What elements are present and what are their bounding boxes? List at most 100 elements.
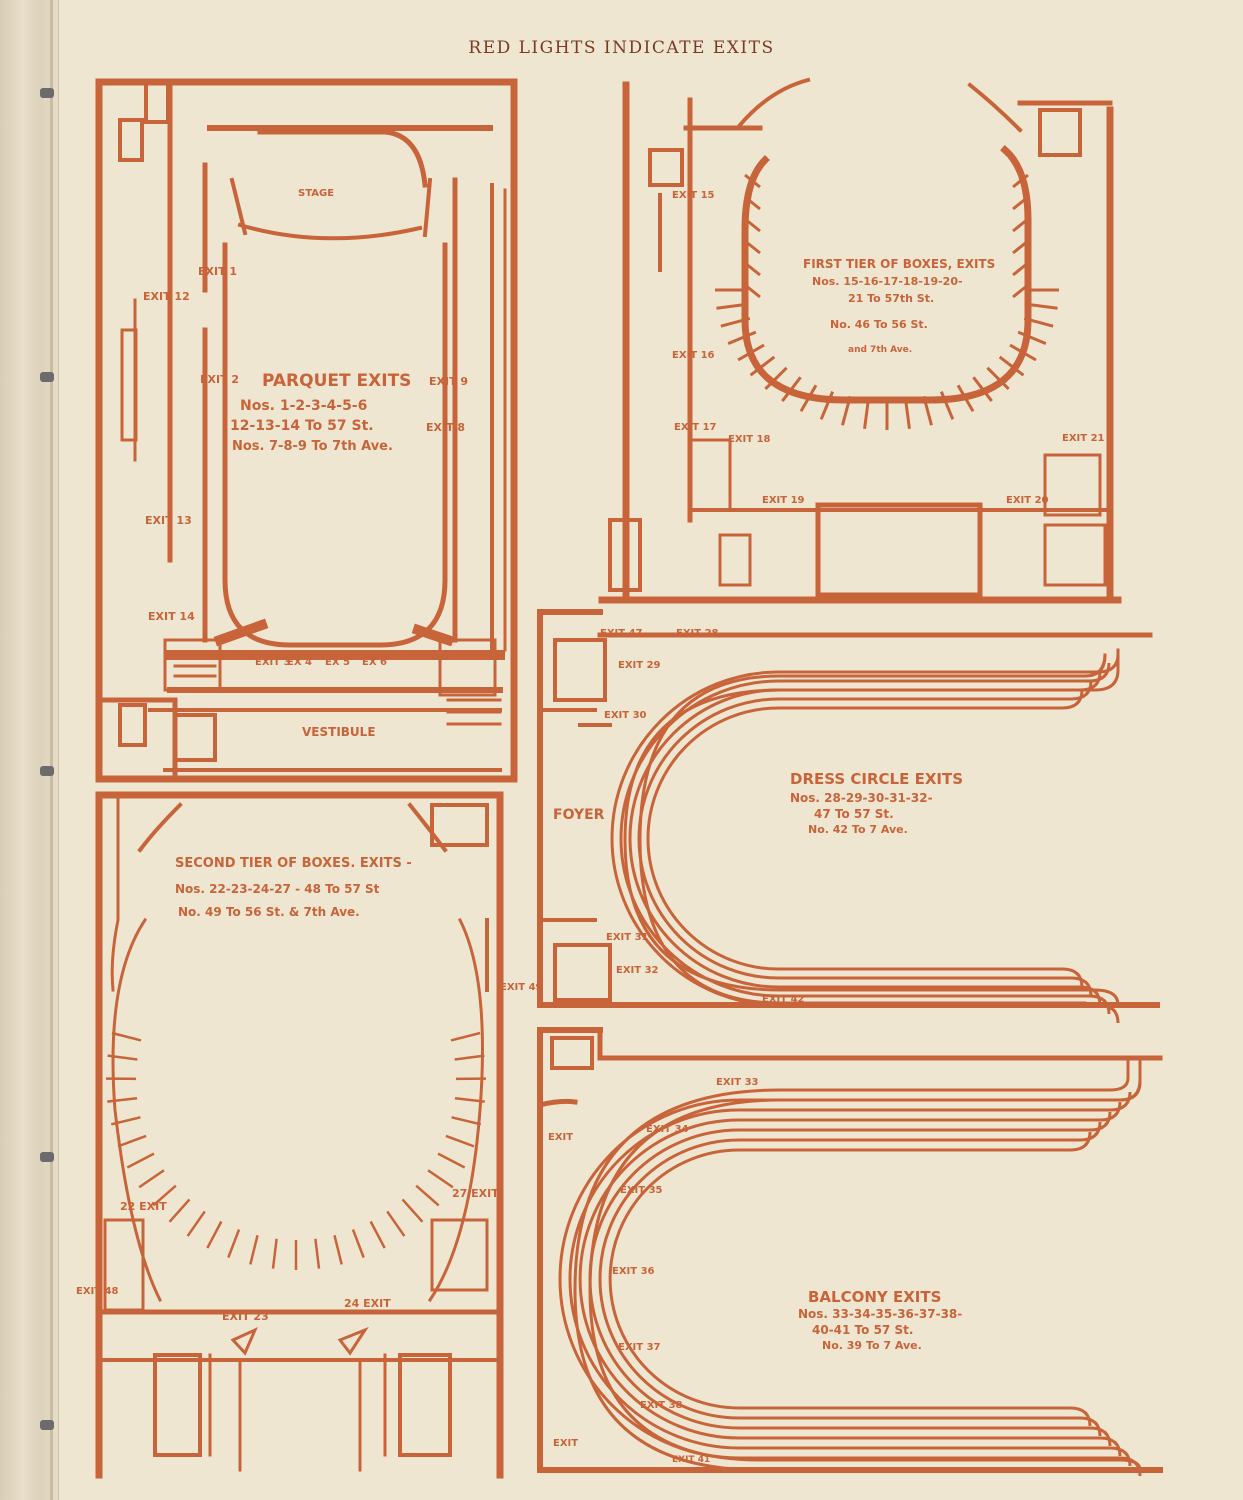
- dress-circle-exit-29: EXIT 29: [618, 660, 661, 671]
- box-partition: [720, 317, 751, 328]
- box-partition: [117, 1134, 147, 1148]
- balcony-exit-37: EXIT 37: [618, 1342, 661, 1353]
- box-partition: [781, 376, 802, 402]
- box-partition: [138, 1169, 165, 1189]
- dress-circle-foyer: FOYER: [553, 807, 605, 823]
- dress-circle-exit-32: EXIT 32: [616, 965, 659, 976]
- first-tier-box-ticks: [715, 173, 1059, 430]
- staple: [40, 1152, 54, 1162]
- seating-row: [598, 1121, 1102, 1437]
- balcony-line-1: Nos. 33-34-35-36-37-38-: [798, 1307, 962, 1321]
- seating-row-curves: [558, 653, 1142, 1477]
- box-partition: [764, 366, 788, 391]
- box-partition: [451, 1116, 482, 1126]
- first-tier-exit-19: EXIT 19: [762, 495, 805, 506]
- box-partition: [956, 384, 975, 412]
- first-tier-heading: FIRST TIER OF BOXES, EXITS: [803, 257, 995, 271]
- first-tier-exit-17: EXIT 17: [674, 422, 717, 433]
- box-partition: [206, 1220, 223, 1249]
- seating-row: [628, 671, 1102, 1006]
- seating-row: [588, 1111, 1112, 1447]
- balcony-exit-40: EXIT: [548, 1132, 573, 1143]
- box-partition: [314, 1238, 321, 1269]
- second-tier-line-2: No. 49 To 56 St. & 7th Ave.: [178, 905, 360, 919]
- first-tier-exit-21: EXIT 21: [1062, 433, 1105, 444]
- box-partition: [744, 195, 761, 211]
- second-tier-plan: [95, 791, 504, 1479]
- box-partition: [333, 1235, 343, 1265]
- balcony-exit-35: EXIT 35: [620, 1185, 663, 1196]
- parquet-plan: [95, 78, 518, 783]
- box-partition: [716, 302, 747, 310]
- parquet-line-1: Nos. 1-2-3-4-5-6: [240, 398, 367, 414]
- box-partition: [1012, 239, 1029, 255]
- staple: [40, 766, 54, 776]
- dress-circle-exit-42: EXIT 42: [762, 994, 805, 1005]
- first-tier-line-2: 21 To 57th St.: [848, 292, 934, 305]
- box-partition: [744, 283, 761, 299]
- dress-circle-heading: DRESS CIRCLE EXITS: [790, 770, 963, 788]
- second-tier-line-1: Nos. 22-23-24-27 - 48 To 57 St: [175, 882, 380, 896]
- box-partition: [271, 1238, 278, 1269]
- box-partition: [939, 391, 955, 420]
- first-tier-exit-15: EXIT 15: [672, 190, 715, 201]
- dress-circle-exit-47: EXIT 47: [600, 628, 643, 639]
- page-header: RED LIGHTS INDICATE EXITS: [468, 38, 775, 58]
- staple: [40, 88, 54, 98]
- seating-row: [610, 653, 1120, 1024]
- box-partition: [351, 1229, 365, 1258]
- parquet-exit-13: EXIT 13: [145, 514, 192, 527]
- box-partition: [819, 391, 835, 420]
- dress-circle-line-2: 47 To 57 St.: [814, 807, 894, 821]
- balcony-line-2: 40-41 To 57 St.: [812, 1323, 913, 1337]
- box-partition: [744, 239, 761, 255]
- box-partition: [1012, 283, 1029, 299]
- box-partition: [904, 398, 911, 429]
- second-tier-box-ticks: [105, 1031, 487, 1270]
- dress-circle-line-3: No. 42 To 7 Ave.: [808, 823, 908, 836]
- parquet-exit-14: EXIT 14: [148, 610, 195, 623]
- second-tier-heading: SECOND TIER OF BOXES. EXITS -: [175, 856, 412, 871]
- parquet-exit-12: EXIT 12: [143, 290, 190, 303]
- box-partition: [227, 1229, 241, 1258]
- second-tier-exit-22: 22 EXIT: [120, 1200, 167, 1213]
- second-tier-exit-48: EXIT 48: [76, 1286, 119, 1297]
- staple: [40, 1420, 54, 1430]
- first-tier-exit-16: EXIT 16: [672, 350, 715, 361]
- parquet-exit-7: EXIT 7: [396, 650, 432, 661]
- box-partition: [437, 1152, 466, 1169]
- balcony-line-3: No. 39 To 7 Ave.: [822, 1339, 922, 1352]
- box-partition: [107, 1096, 138, 1103]
- box-partition: [110, 1116, 141, 1126]
- parquet-exit-4: EX 4: [287, 657, 312, 668]
- box-partition: [1023, 317, 1054, 328]
- box-partition: [386, 1210, 406, 1237]
- box-partition: [986, 366, 1010, 391]
- box-partition: [749, 355, 776, 377]
- dress-circle-line-1: Nos. 28-29-30-31-32-: [790, 791, 933, 805]
- second-tier-exit-27: 27 EXIT: [452, 1187, 499, 1200]
- parquet-vestibule-label: VESTIBULE: [302, 725, 376, 739]
- first-tier-exit-18: EXIT 18: [728, 434, 771, 445]
- second-tier-exit-49: EXIT 49: [500, 982, 543, 993]
- seating-row: [646, 689, 1084, 988]
- binding-fold: [50, 0, 53, 1500]
- first-tier-exit-20: EXIT 20: [1006, 495, 1049, 506]
- first-tier-line-4: and 7th Ave.: [848, 345, 912, 355]
- box-partition: [841, 395, 852, 426]
- balcony-exit-34: EXIT 34: [646, 1124, 689, 1135]
- box-partition: [126, 1152, 155, 1169]
- box-partition: [744, 173, 761, 189]
- dress-circle-plan: [537, 609, 1160, 1008]
- box-partition: [249, 1235, 259, 1265]
- box-partition: [111, 1031, 142, 1042]
- balcony-plan: [536, 1027, 1163, 1473]
- box-partition: [1009, 343, 1037, 362]
- balcony-exit-38: EXIT 38: [640, 1400, 683, 1411]
- box-partition: [744, 217, 761, 233]
- second-tier-exit-24: 24 EXIT: [344, 1297, 391, 1310]
- parquet-exit-9: EXIT 9: [429, 375, 468, 388]
- balcony-exit-39: EXIT: [553, 1438, 578, 1449]
- parquet-line-2: 12-13-14 To 57 St.: [230, 418, 374, 434]
